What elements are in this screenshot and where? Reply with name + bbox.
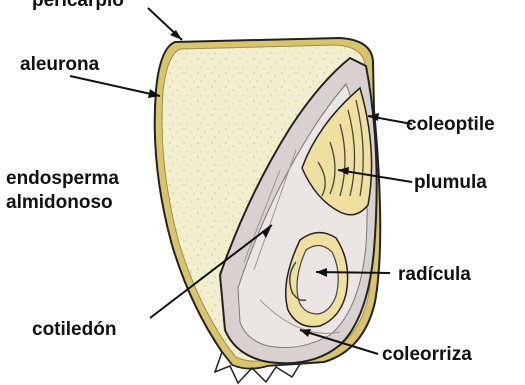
label-almidonoso: almidonoso xyxy=(6,192,113,213)
label-radicula: radícula xyxy=(398,264,471,285)
label-pericarpio: pericarpio xyxy=(32,0,124,11)
leader-radicula xyxy=(316,272,390,273)
label-cotiledon: cotiledón xyxy=(32,319,116,340)
label-coleorriza: coleorriza xyxy=(382,344,472,365)
label-coleoptile: coleoptile xyxy=(406,114,495,135)
label-aleurona: aleurona xyxy=(20,54,100,75)
label-endosperma: endosperma xyxy=(6,168,119,189)
radicle xyxy=(297,245,338,314)
leader-aleurona xyxy=(70,76,160,96)
label-plumula: plumula xyxy=(414,172,487,193)
